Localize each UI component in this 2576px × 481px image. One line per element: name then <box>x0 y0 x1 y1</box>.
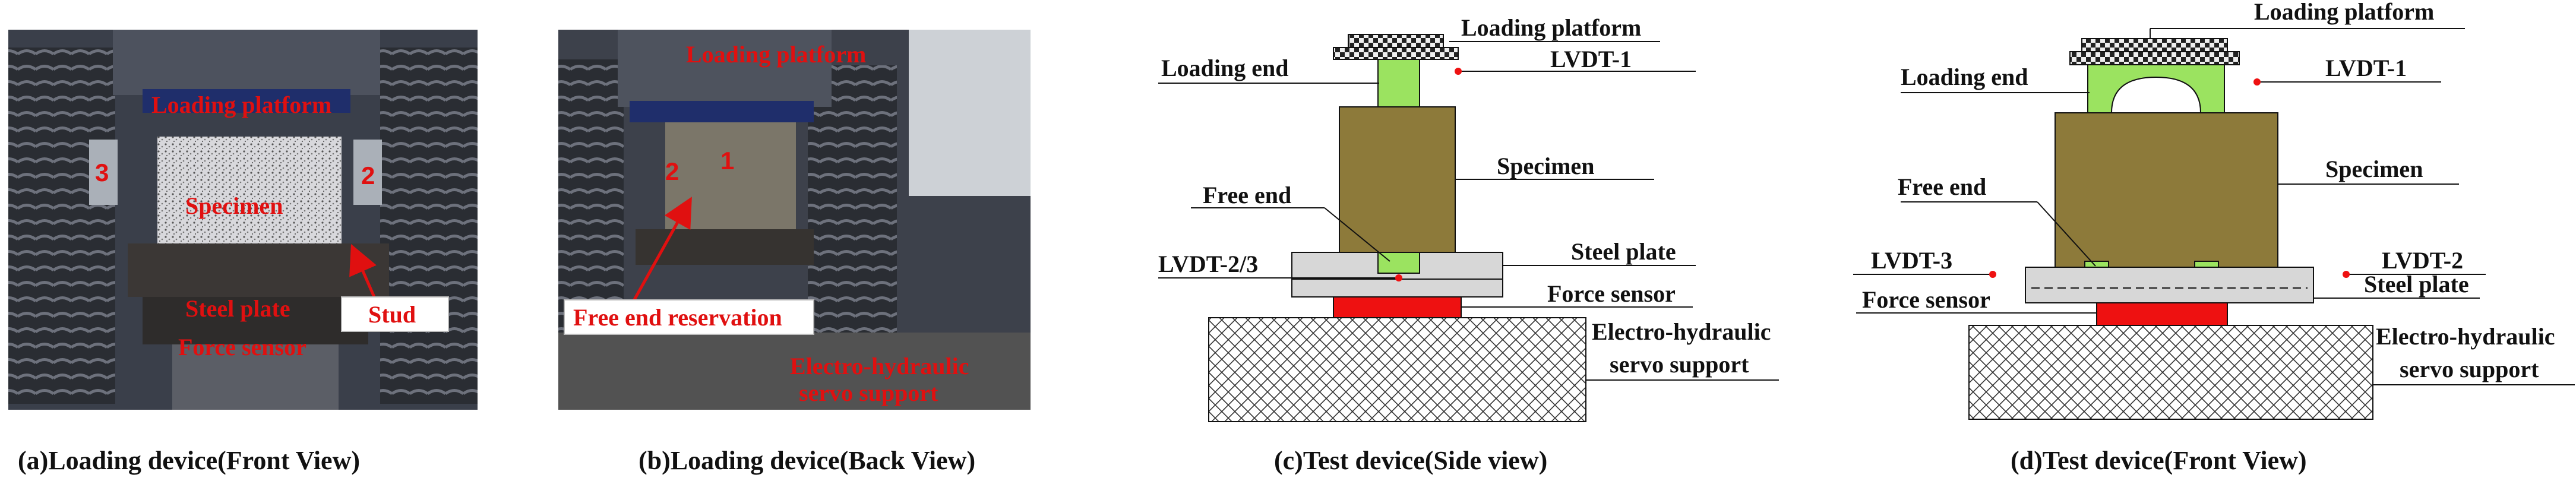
d-label-force-sensor: Force sensor <box>1862 286 1990 313</box>
d-lvdt1-dot <box>2253 78 2261 86</box>
panel-a: Loading platform Specimen Steel plate Fo… <box>8 30 478 475</box>
photo-a-lvdt-left <box>89 140 118 205</box>
d-loading-platform-base <box>2069 51 2240 65</box>
photo-a-lvdt-left-number: 3 <box>95 159 109 186</box>
caption-a: (a)Loading device(Front View) <box>18 446 360 475</box>
panel-c-labels: Loading platform LVDT-1 Loading end Spec… <box>1158 14 1771 475</box>
caption-b: (b)Loading device(Back View) <box>639 446 975 475</box>
d-servo-support <box>1968 325 2373 420</box>
d-label-loading-end: Loading end <box>1901 64 2028 90</box>
photo-b-top-frame <box>618 30 832 107</box>
photo-a-label-loading-platform: Loading platform <box>151 91 331 118</box>
photo-a-lvdt-right-number: 2 <box>361 162 375 189</box>
photo-a-right-spring <box>380 48 478 404</box>
c-label-specimen: Specimen <box>1497 153 1594 179</box>
d-label-loading-platform: Loading platform <box>2254 0 2434 25</box>
panel-d-labels: Loading platform Loading end LVDT-1 Spec… <box>1862 0 2555 475</box>
c-leader-free-end-diag <box>1324 207 1390 262</box>
d-leader-free-end-diag <box>2037 201 2096 267</box>
c-servo-support <box>1208 317 1586 422</box>
photo-b-label-servo-2: servo support <box>799 379 938 406</box>
c-loading-end <box>1377 59 1420 107</box>
photo-b-label-loading-platform: Loading platform <box>686 41 866 68</box>
c-steel-plate-lower <box>1291 279 1503 298</box>
photo-b-number-1: 1 <box>720 147 734 175</box>
d-lvdt3-dot <box>1989 271 1996 278</box>
c-label-free-end: Free end <box>1203 182 1291 208</box>
d-loading-end <box>2087 64 2225 113</box>
d-label-servo-1: Electro-hydraulic <box>2376 323 2555 350</box>
photo-a-lvdt-right <box>353 140 382 205</box>
photo-a-stud-arrow <box>349 243 377 298</box>
d-label-steel-plate: Steel plate <box>2364 271 2469 298</box>
c-lvdt1-dot <box>1455 68 1462 75</box>
c-free-end <box>1377 252 1420 274</box>
panel-c <box>1158 34 1779 422</box>
c-label-lvdt1: LVDT-1 <box>1550 46 1632 72</box>
photo-a-stud-box <box>341 296 449 332</box>
d-label-lvdt3: LVDT-3 <box>1871 247 1952 274</box>
photo-b-floor <box>558 333 1031 410</box>
photo-b-label-free-end-reservation: Free end reservation <box>573 304 782 331</box>
d-loading-platform <box>2081 38 2228 52</box>
c-label-lvdt23: LVDT-2/3 <box>1158 251 1258 277</box>
photo-a-force-sensor <box>143 297 368 344</box>
c-label-servo-2: servo support <box>1610 351 1749 378</box>
c-label-loading-platform: Loading platform <box>1461 14 1641 41</box>
photo-a-label-stud: Stud <box>368 301 416 328</box>
photo-b-platform <box>630 101 814 122</box>
c-label-steel-plate: Steel plate <box>1571 238 1676 265</box>
c-specimen <box>1339 106 1456 253</box>
d-lvdt2-dot <box>2343 271 2350 278</box>
photo-a-loading-platform <box>143 89 350 113</box>
photo-a-label-specimen: Specimen <box>185 192 283 219</box>
c-loading-platform-base <box>1333 47 1459 60</box>
d-label-free-end: Free end <box>1898 173 1986 200</box>
photo-b-free-end-arrow <box>631 197 692 304</box>
photo-b-wall <box>909 30 1031 196</box>
photo-a-label-steel-plate: Steel plate <box>185 295 290 322</box>
panel-d <box>1853 28 2575 420</box>
photo-a-left-spring <box>8 48 115 404</box>
d-label-servo-2: servo support <box>2400 356 2539 382</box>
d-label-specimen: Specimen <box>2325 156 2423 182</box>
c-label-loading-end: Loading end <box>1161 55 1289 81</box>
c-label-force-sensor: Force sensor <box>1547 280 1676 307</box>
panel-b: Loading platform 1 2 Free end reservatio… <box>558 30 1031 475</box>
photo-b-label-servo-1: Electro-hydraulic <box>790 353 969 379</box>
d-label-lvdt1: LVDT-1 <box>2325 55 2407 81</box>
photo-a-base <box>172 344 339 410</box>
photo-a-specimen <box>157 137 342 243</box>
d-steel-plate <box>2025 267 2314 303</box>
d-specimen <box>2055 112 2278 268</box>
c-force-sensor <box>1333 296 1462 318</box>
c-label-servo-1: Electro-hydraulic <box>1592 318 1771 345</box>
photo-a-top-frame <box>113 30 380 95</box>
c-lvdt23-dot <box>1395 274 1402 281</box>
photo-b-number-2: 2 <box>665 157 679 185</box>
photo-b-free-end-box <box>564 299 814 335</box>
photo-b-specimen-block <box>665 122 796 229</box>
d-force-sensor <box>2096 302 2228 326</box>
caption-d: (d)Test device(Front View) <box>2011 446 2307 475</box>
photo-a-label-force-sensor: Force sensor <box>178 334 306 360</box>
d-label-lvdt2: LVDT-2 <box>2382 247 2463 274</box>
c-loading-platform <box>1348 34 1444 48</box>
photo-a-steel-plate <box>128 243 389 297</box>
caption-c: (c)Test device(Side view) <box>1274 446 1547 475</box>
